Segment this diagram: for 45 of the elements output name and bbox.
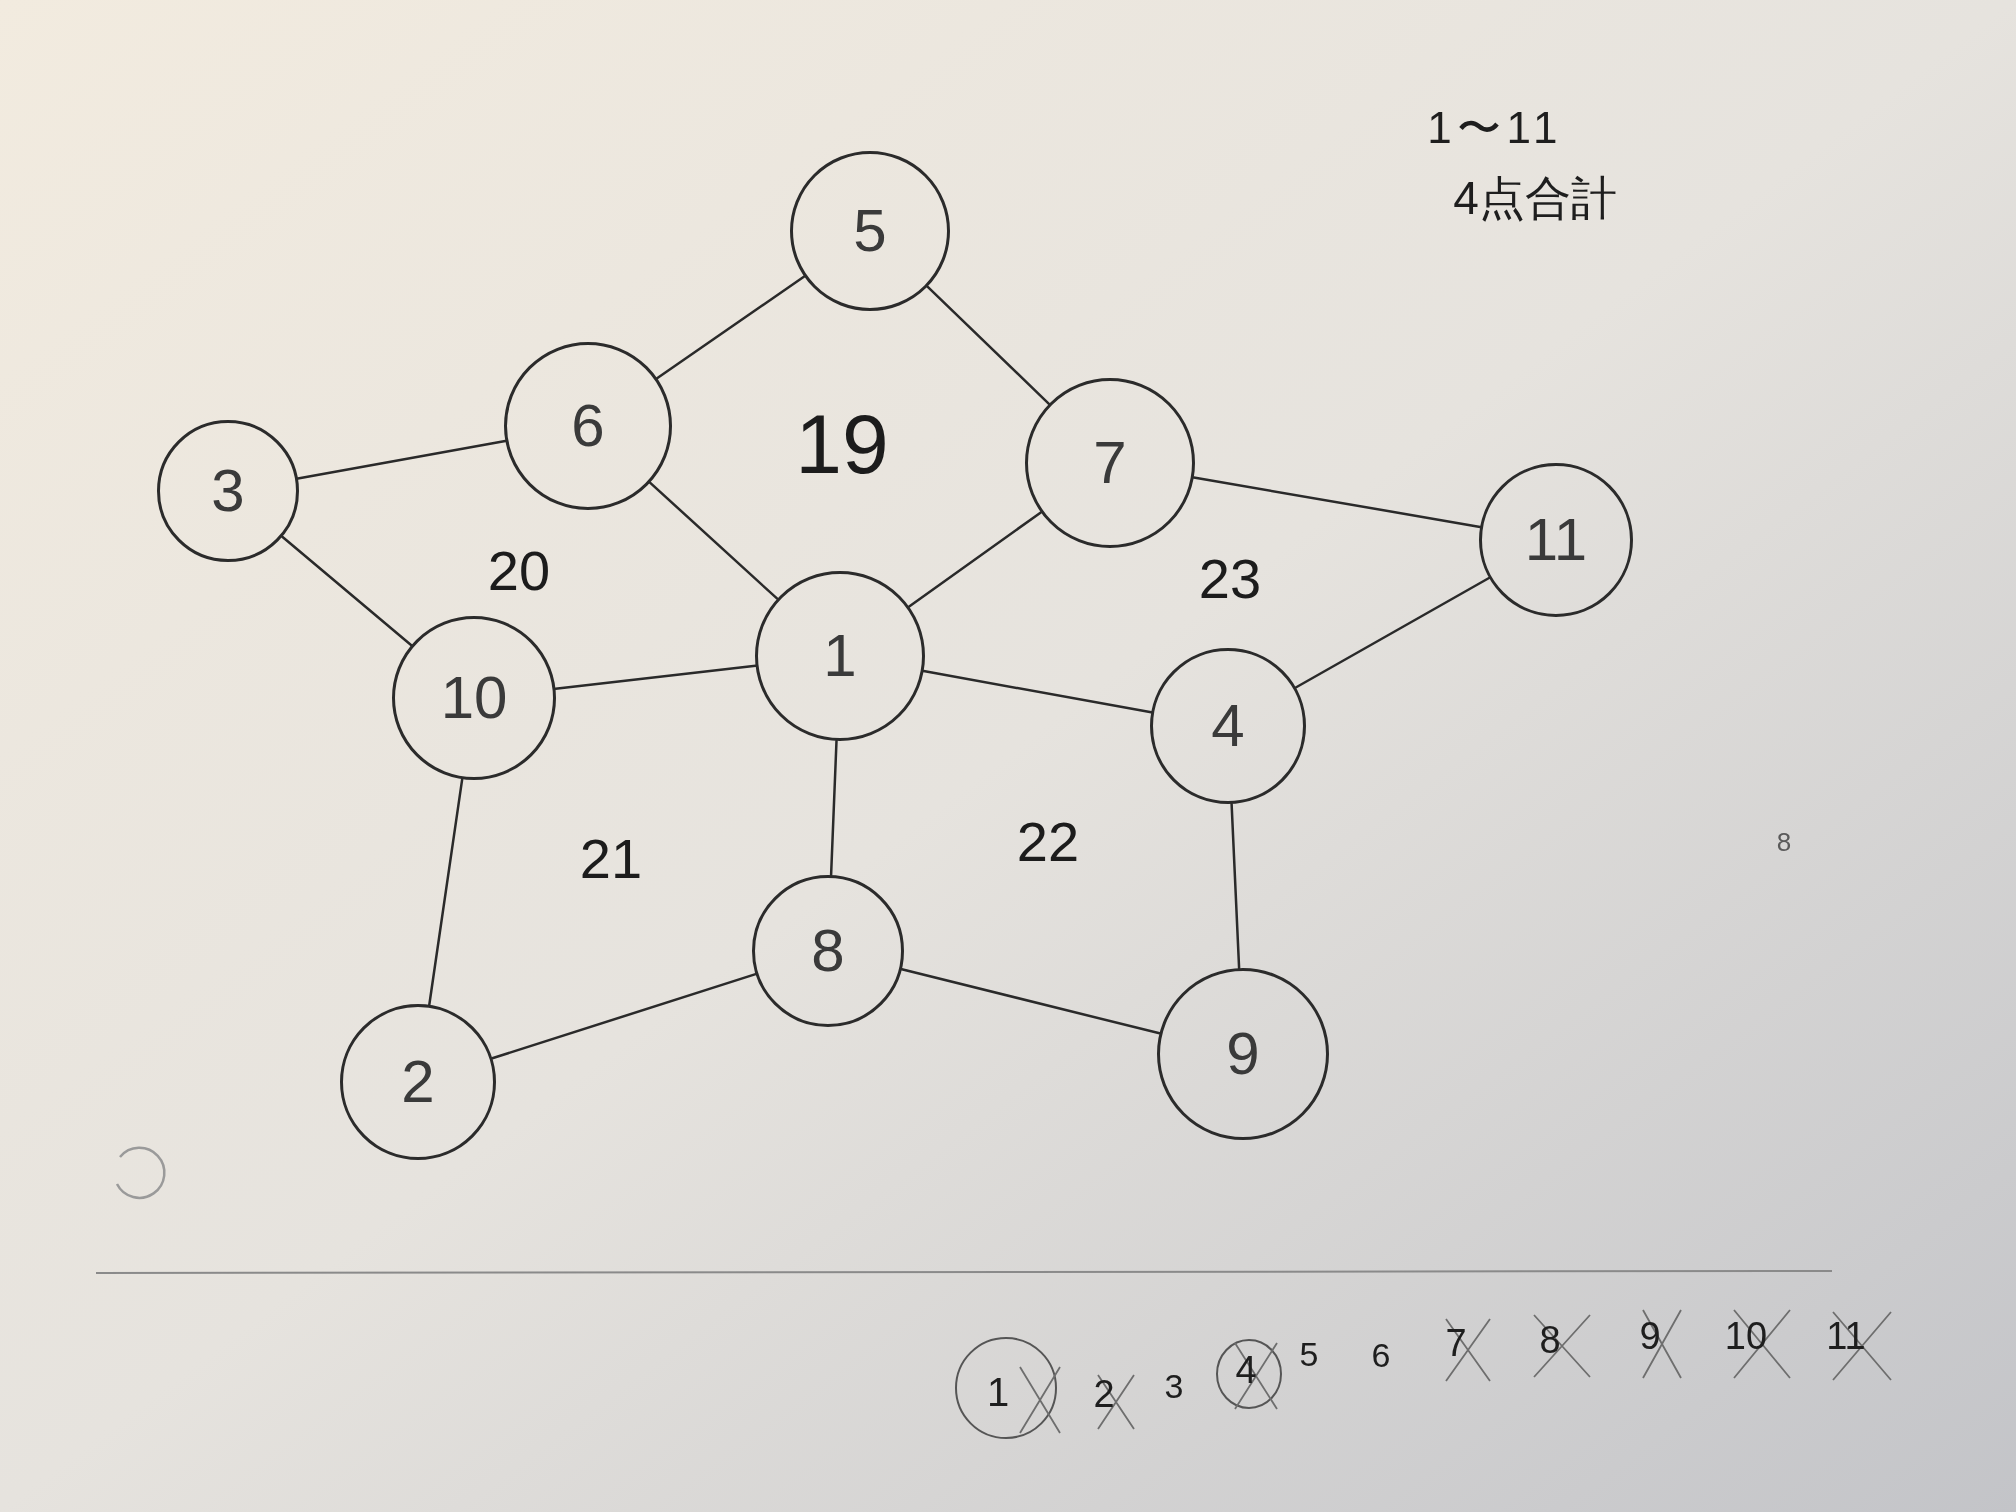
connector-line	[554, 664, 757, 690]
connector-line	[1294, 576, 1491, 689]
connector-line	[428, 777, 464, 1007]
tally-number: 1	[986, 1372, 1010, 1412]
connector-line	[281, 535, 413, 647]
node-number: 11	[1524, 510, 1588, 570]
node-number: 2	[401, 1052, 435, 1112]
tally-number: 6	[1371, 1338, 1391, 1372]
node-number: 6	[571, 396, 605, 456]
connector-line	[926, 285, 1051, 406]
connector-line	[900, 968, 1161, 1035]
node-number: 9	[1226, 1024, 1260, 1084]
tally-number: 2	[1093, 1375, 1115, 1413]
connector-line	[1230, 802, 1241, 970]
connector-line	[296, 439, 507, 480]
region-sum-number: 19	[795, 402, 889, 486]
region-sum-number: 20	[487, 543, 551, 599]
tally-number: 3	[1164, 1369, 1184, 1403]
connector-line	[648, 481, 779, 600]
connector-line	[491, 972, 757, 1060]
stray-number: 8	[1776, 829, 1792, 855]
connector-line	[1192, 476, 1482, 529]
tally-number: 7	[1445, 1324, 1467, 1362]
node-number: 1	[823, 626, 857, 686]
node-number: 5	[853, 201, 887, 261]
region-sum-number: 21	[579, 831, 643, 887]
note-text: 4点合計	[1453, 175, 1617, 221]
tally-number: 10	[1724, 1317, 1768, 1355]
tally-number: 11	[1826, 1317, 1866, 1355]
note-text: 1〜11	[1427, 106, 1563, 150]
node-number: 3	[211, 461, 245, 521]
node-number: 8	[811, 921, 845, 981]
region-sum-number: 22	[1016, 814, 1080, 870]
connector-line	[922, 669, 1153, 714]
region-sum-number: 23	[1198, 551, 1262, 607]
tally-number: 4	[1235, 1351, 1257, 1389]
node-number: 4	[1211, 696, 1245, 756]
connector-line	[907, 511, 1043, 608]
node-number: 10	[440, 668, 508, 728]
connector-line	[829, 739, 838, 877]
connector-line	[655, 275, 806, 380]
node-number: 7	[1093, 433, 1127, 493]
tally-number: 9	[1639, 1317, 1661, 1355]
tally-number: 5	[1299, 1337, 1319, 1371]
tally-number: 8	[1539, 1321, 1561, 1359]
